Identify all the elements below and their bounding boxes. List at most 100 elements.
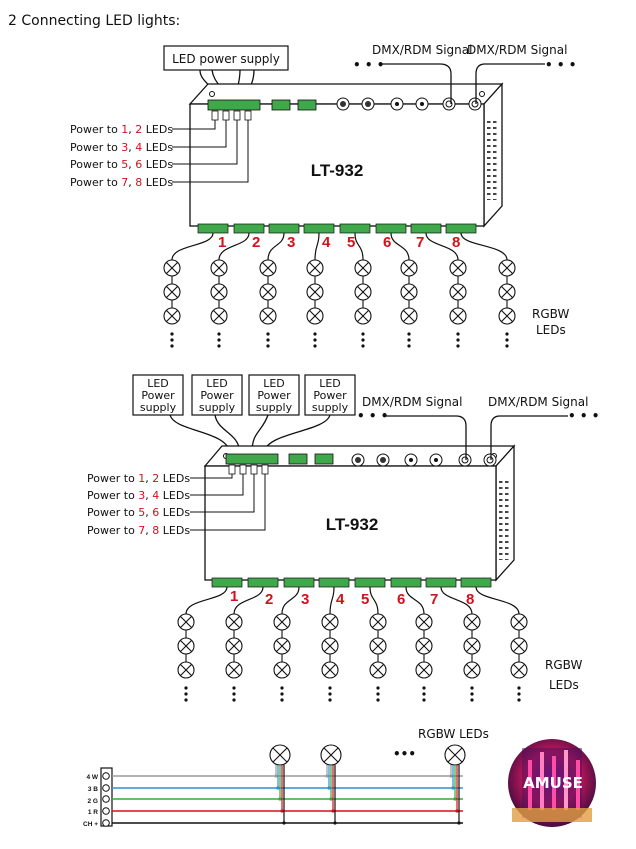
led-bulb-icon bbox=[354, 259, 372, 277]
continuation-dot bbox=[217, 338, 221, 342]
led-feed-wire bbox=[390, 232, 410, 261]
led-bulb-icon bbox=[354, 283, 372, 301]
led-feed-wire bbox=[233, 586, 264, 615]
led-bulb-icon bbox=[444, 744, 466, 766]
svg-text:LED: LED bbox=[147, 377, 169, 390]
led-bulb-icon bbox=[498, 259, 516, 277]
power-supply-box-2: LED Power supply bbox=[191, 374, 243, 416]
dmx-signal-label-right: DMX/RDM Signal bbox=[488, 395, 588, 409]
power-supply-box-1: LED Power supply bbox=[132, 374, 184, 416]
svg-text:Power: Power bbox=[200, 389, 234, 402]
led-bulb-icon bbox=[463, 613, 481, 631]
wire-junction bbox=[453, 797, 457, 801]
led-feed-wire bbox=[460, 232, 508, 261]
terminal-screw-icon bbox=[102, 784, 110, 792]
led-bulb-icon bbox=[510, 613, 528, 631]
dmx-cable-in bbox=[380, 63, 452, 104]
led-bulb-icon bbox=[498, 283, 516, 301]
continuation-dot bbox=[376, 692, 380, 696]
channel-number-6: 6 bbox=[397, 591, 405, 608]
continuation-dot bbox=[376, 698, 380, 702]
power-supply-wires bbox=[169, 414, 331, 453]
continuation-dot bbox=[266, 332, 270, 336]
channel-number-7: 7 bbox=[416, 234, 424, 251]
led-bulb-icon bbox=[225, 613, 243, 631]
power-label-7-8: Power to 7, 8 LEDs bbox=[70, 176, 173, 189]
svg-text:Power: Power bbox=[257, 389, 291, 402]
continuation-dot bbox=[407, 338, 411, 342]
led-bulb-icon bbox=[177, 613, 195, 631]
led-feed-wire bbox=[267, 232, 285, 261]
continuation-dot bbox=[456, 332, 460, 336]
dmx-signal-label-right: DMX/RDM Signal bbox=[467, 43, 567, 57]
terminal-label-b: 3 B bbox=[88, 786, 98, 793]
led-bulb-icon bbox=[415, 637, 433, 655]
led-feed-wire bbox=[218, 232, 250, 261]
continuation-dot bbox=[470, 692, 474, 696]
continuation-dot bbox=[232, 686, 236, 690]
led-bulb-icon bbox=[273, 637, 291, 655]
rgbw-wiring-detail: RGBW LEDs ••• 4 W 3 B 2 G 1 R CH + bbox=[83, 727, 489, 828]
channel-number-8: 8 bbox=[452, 234, 460, 251]
power-labels: Power to 1, 2 LEDs Power to 3, 4 LEDs Po… bbox=[87, 472, 190, 537]
channel-number-6: 6 bbox=[383, 234, 391, 251]
channel-number-3: 3 bbox=[301, 591, 309, 608]
continuation-dot bbox=[505, 338, 509, 342]
continuation-dot bbox=[328, 698, 332, 702]
continuation-dot bbox=[232, 698, 236, 702]
led-bulb-icon bbox=[463, 661, 481, 679]
rgbw-label: RGBW bbox=[545, 658, 582, 672]
led-bulb-icon bbox=[306, 307, 324, 325]
wire-junction bbox=[455, 809, 459, 813]
continuation-dot bbox=[280, 686, 284, 690]
continuation-dot bbox=[184, 692, 188, 696]
channel-number-1: 1 bbox=[230, 588, 238, 605]
power-labels: Power to 1, 2 LEDs Power to 3, 4 LEDs Po… bbox=[70, 123, 173, 189]
led-bulb-icon bbox=[269, 744, 291, 766]
continuation-dot bbox=[505, 332, 509, 336]
model-label: LT-932 bbox=[326, 515, 379, 534]
dmx-signal-label-left: DMX/RDM Signal bbox=[362, 395, 462, 409]
led-bulb-icon bbox=[449, 307, 467, 325]
continuation-dot bbox=[517, 698, 521, 702]
continuation-dot bbox=[407, 344, 411, 348]
continuation-dot bbox=[328, 686, 332, 690]
continuation-dot bbox=[170, 338, 174, 342]
wiring-led-bulbs bbox=[269, 744, 466, 825]
terminal-screw-icon bbox=[102, 807, 110, 815]
continuation-dot bbox=[422, 698, 426, 702]
svg-text:LED: LED bbox=[319, 377, 341, 390]
led-bulb-icon bbox=[177, 661, 195, 679]
led-bulb-icon bbox=[354, 307, 372, 325]
continuation-dot bbox=[470, 686, 474, 690]
led-feed-wire bbox=[171, 232, 214, 261]
continuation-dot bbox=[361, 332, 365, 336]
wire-junction bbox=[278, 797, 282, 801]
svg-text:supply: supply bbox=[199, 401, 236, 414]
wire-junction bbox=[329, 797, 333, 801]
signal-ellipsis-left: • • • bbox=[353, 58, 384, 72]
led-bulb-icon bbox=[306, 283, 324, 301]
power-label-5-6: Power to 5, 6 LEDs bbox=[87, 506, 190, 519]
channel-number-5: 5 bbox=[347, 234, 355, 251]
lt932-controller: LT-932 bbox=[188, 82, 504, 228]
wire-junction bbox=[449, 774, 453, 778]
led-bulb-icon bbox=[463, 637, 481, 655]
led-bulb-icon bbox=[321, 613, 339, 631]
continuation-dot bbox=[313, 338, 317, 342]
continuation-dot bbox=[232, 692, 236, 696]
power-label-3-4: Power to 3, 4 LEDs bbox=[70, 141, 173, 154]
svg-text:supply: supply bbox=[312, 401, 349, 414]
continuation-dot bbox=[266, 344, 270, 348]
led-bulb-icon bbox=[369, 613, 387, 631]
channel-number-4: 4 bbox=[336, 591, 345, 608]
page-heading: 2 Connecting LED lights: bbox=[8, 13, 180, 29]
led-bulb-icon bbox=[415, 613, 433, 631]
continuation-dot bbox=[170, 332, 174, 336]
photo-logo-text: AMUSE bbox=[523, 774, 583, 792]
power-supply-box-3: LED Power supply bbox=[248, 374, 300, 416]
led-bulb-icon bbox=[400, 259, 418, 277]
wire-junction bbox=[327, 786, 331, 790]
led-bulb-icon bbox=[498, 307, 516, 325]
led-bulb-icon bbox=[225, 661, 243, 679]
